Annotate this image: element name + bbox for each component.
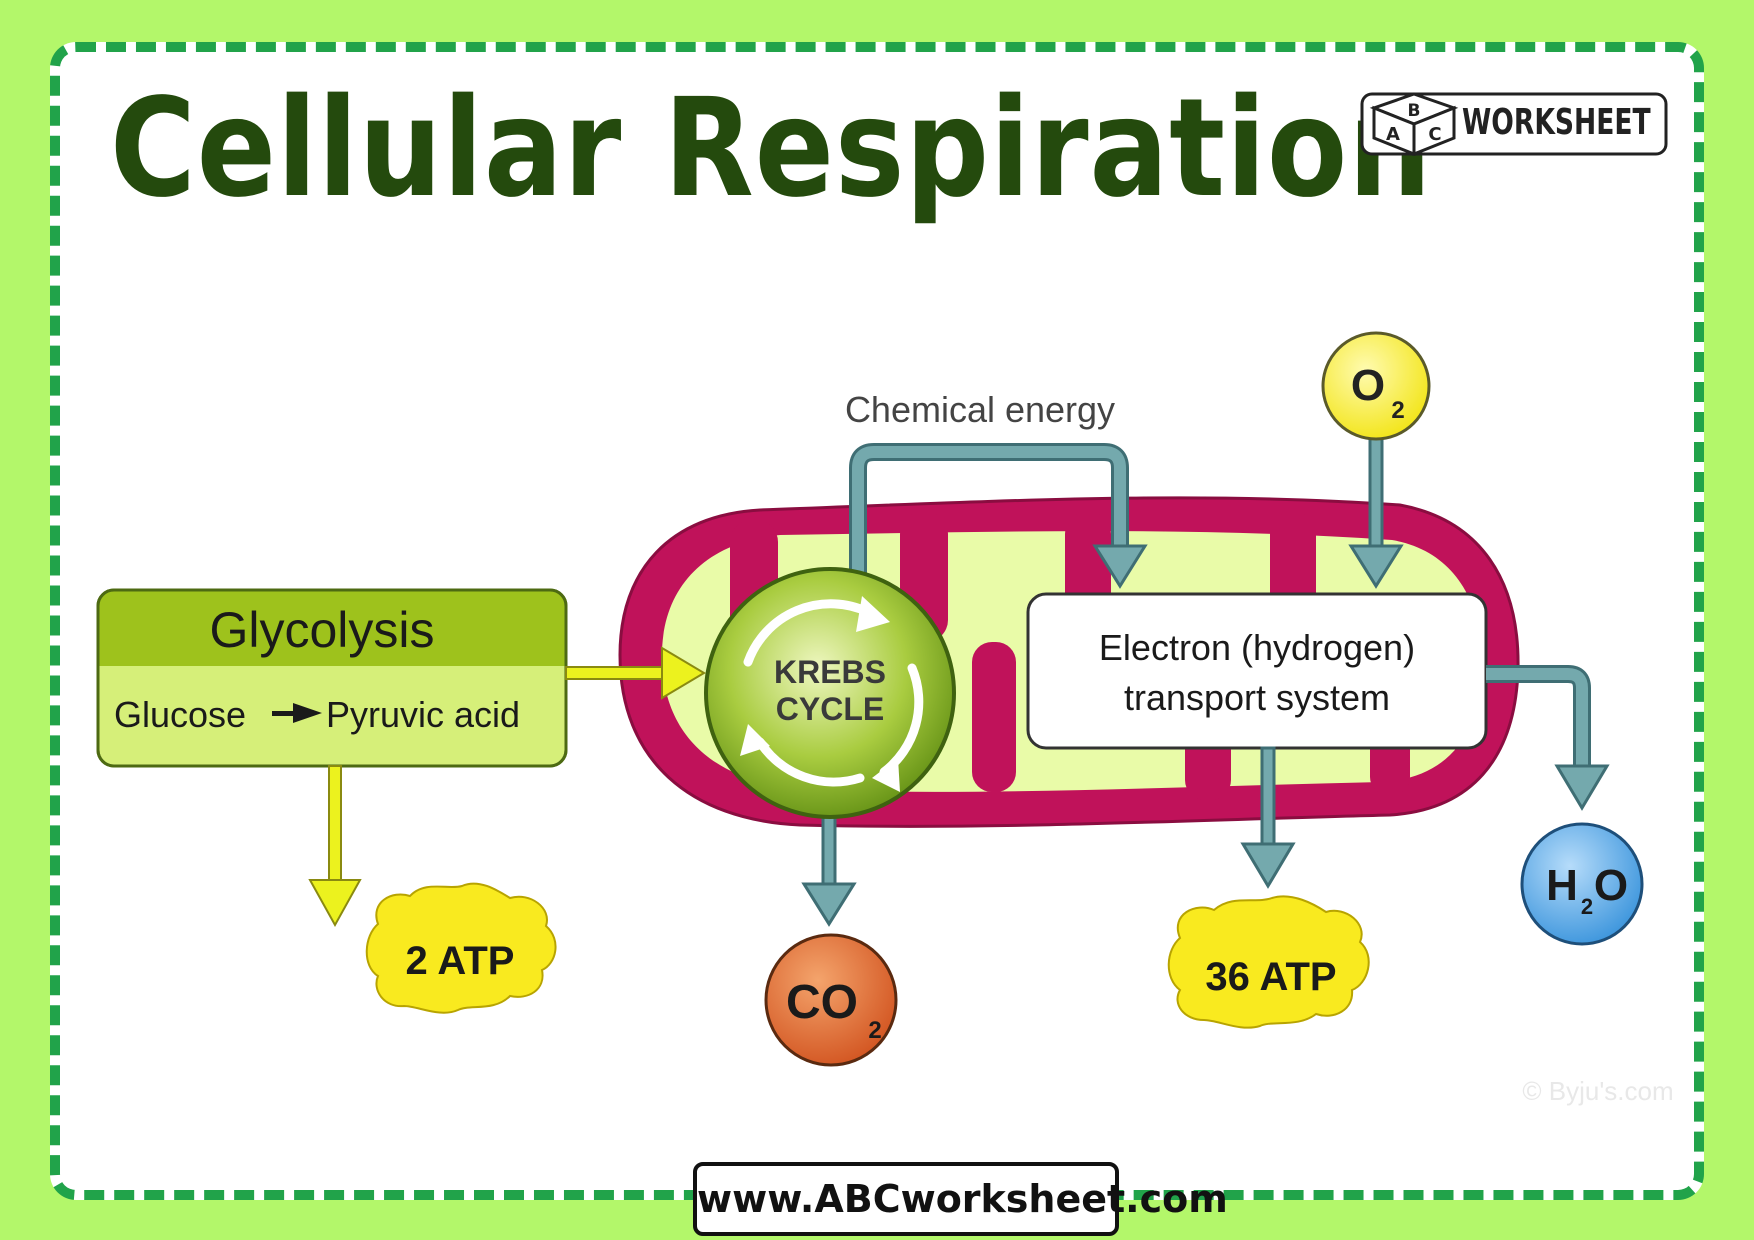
water-circle — [1520, 822, 1644, 946]
water-subscript: 2 — [1581, 894, 1593, 919]
arrow-head — [661, 646, 706, 700]
water-symbol-h: H — [1546, 861, 1578, 910]
ets-atp-arrow — [1240, 746, 1296, 889]
cube-letter-b: B — [1408, 101, 1421, 121]
page-title: Cellular Respiration — [110, 70, 1433, 228]
oxygen-subscript: 2 — [1391, 397, 1404, 424]
co2-output: CO 2 — [764, 798, 898, 1067]
cube-letter-a: A — [1386, 124, 1400, 145]
glycolysis-reactant: Glucose — [114, 694, 246, 735]
krebs-label-line2: CYCLE — [776, 691, 884, 727]
oxygen-input: O 2 — [1321, 331, 1431, 589]
krebs-cycle: KREBS CYCLE — [704, 567, 956, 819]
ets-label-line2: transport system — [1124, 677, 1390, 718]
atp-ets-blob: 36 ATP — [1167, 895, 1370, 1029]
co2-circle — [764, 933, 898, 1067]
atp-glycolysis-blob: 2 ATP — [365, 882, 557, 1014]
reaction-arrow-icon — [272, 703, 322, 723]
abc-cube-icon: B A C — [1369, 92, 1459, 157]
logo-text: WORKSHEET — [1462, 102, 1651, 143]
arrow-head — [1240, 842, 1296, 889]
water-symbol-o: O — [1594, 861, 1628, 910]
oxygen-circle — [1321, 331, 1431, 441]
glycolysis-atp-arrow — [308, 765, 362, 928]
co2-subscript: 2 — [868, 1017, 881, 1044]
cube-letter-c: C — [1428, 124, 1441, 145]
arrow-head — [801, 882, 857, 927]
image-credit: © Byju's.com — [1522, 1076, 1673, 1106]
water-output: H 2 O — [1486, 665, 1644, 946]
glycolysis-product: Pyruvic acid — [326, 694, 520, 735]
electron-transport-box: Electron (hydrogen) transport system — [1026, 592, 1488, 750]
cycle-arrowheads — [740, 596, 900, 792]
footer-url[interactable]: www.ABCworksheet.com — [693, 1162, 1228, 1236]
co2-symbol: CO — [786, 976, 858, 1029]
oxygen-symbol: O — [1351, 361, 1385, 410]
atp-glycolysis-label: 2 ATP — [406, 939, 515, 983]
glycolysis-box: Glycolysis Glucose Pyruvic acid — [96, 588, 568, 768]
chemical-energy-connector — [849, 443, 1148, 590]
pyruvate-arrow — [565, 646, 706, 700]
arrow-head — [1348, 544, 1404, 589]
abc-worksheet-logo: B A C WORKSHEET — [1360, 92, 1668, 157]
logo-frame: B A C — [1360, 92, 1668, 157]
glycolysis-heading: Glycolysis — [209, 602, 434, 658]
chemical-energy-label: Chemical energy — [845, 389, 1115, 430]
ets-label-line1: Electron (hydrogen) — [1099, 627, 1415, 668]
arrow-head — [1554, 764, 1610, 811]
arrow-head — [1092, 544, 1148, 589]
krebs-label-line1: KREBS — [774, 654, 886, 690]
atp-ets-label: 36 ATP — [1205, 955, 1336, 999]
arrow-head — [308, 879, 362, 928]
